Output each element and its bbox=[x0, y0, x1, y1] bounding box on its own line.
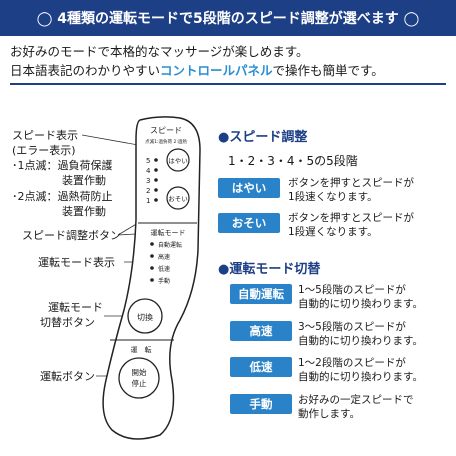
mode-led-2 bbox=[150, 254, 154, 258]
speed-level-2: 2 bbox=[146, 187, 150, 195]
run-button-label-1: 開始 bbox=[132, 367, 147, 377]
slow-button[interactable] bbox=[166, 186, 190, 210]
label-two-blink: ･2点滅：過熱荷防止 bbox=[12, 190, 113, 203]
desc-fast-1: ボタンを押すとスピードが bbox=[288, 177, 414, 189]
divider bbox=[10, 83, 446, 85]
speed-levels-text: 1・2・3・4・5の5段階 bbox=[228, 154, 358, 168]
explanation-panel: ●スピード調整 1・2・3・4・5の5段階 はやい ボタンを押すとスピードが 1… bbox=[212, 118, 452, 450]
tag-manual: 手動 bbox=[230, 394, 292, 414]
intro-highlight: コントロールパネル bbox=[160, 63, 273, 78]
mode-item-2: 高速 bbox=[158, 253, 170, 261]
mode-item-1: 自動運転 bbox=[158, 241, 182, 249]
mode-item-4: 手動 bbox=[158, 277, 170, 285]
speed-level-4: 4 bbox=[146, 167, 151, 175]
desc-manual-2: 動作します。 bbox=[298, 408, 360, 420]
tag-low: 低速 bbox=[230, 357, 292, 377]
mode-item-3: 低速 bbox=[158, 265, 170, 273]
mode-switch-label: 切換 bbox=[137, 312, 153, 322]
banner-text: ◯ 4種類の運転モードで5段階のスピード調整が選べます ◯ bbox=[36, 11, 420, 27]
desc-manual-1: お好みの一定スピードで bbox=[298, 394, 414, 406]
label-one-blink: ･1点滅：過負荷保護 bbox=[12, 159, 113, 172]
speed-led-1 bbox=[154, 198, 158, 202]
intro-line-2c: で操作も簡単です。 bbox=[272, 63, 384, 78]
desc-auto: 1〜5段階のスピードが 自動的に切り換わります。 bbox=[298, 283, 423, 311]
label-mode-display: 運転モード表示 bbox=[38, 256, 115, 269]
label-speed-display: スピード表示 bbox=[12, 129, 78, 142]
mode-led-3 bbox=[150, 266, 154, 270]
mode-switch-button[interactable] bbox=[127, 298, 163, 334]
desc-low-1: 1〜2段階のスピードが bbox=[298, 357, 406, 369]
speed-level-1: 1 bbox=[146, 197, 150, 205]
intro-line-1: お好みのモードで本格的なマッサージが楽しめます。 bbox=[10, 44, 309, 59]
tag-slow: おそい bbox=[218, 213, 280, 233]
panel-mode-title: 運転モード bbox=[151, 228, 186, 237]
label-two-blink-2: 装置作動 bbox=[62, 205, 106, 218]
intro-text: お好みのモードで本格的なマッサージが楽しめます。 日本語表記のわかりやすいコント… bbox=[10, 42, 450, 80]
label-speed-button: スピード調整ボタン bbox=[22, 229, 121, 242]
fast-button-label: はやい bbox=[168, 157, 188, 165]
desc-auto-2: 自動的に切り換わります。 bbox=[298, 298, 423, 310]
panel-speed-title: スピード bbox=[150, 126, 182, 135]
label-one-blink-2: 装置作動 bbox=[62, 174, 106, 187]
label-mode-switch-1: 運転モード bbox=[48, 301, 103, 314]
speed-level-3: 3 bbox=[146, 177, 150, 185]
tag-fast: はやい bbox=[218, 178, 280, 198]
speed-level-5: 5 bbox=[146, 157, 150, 165]
desc-manual: お好みの一定スピードで 動作します。 bbox=[298, 393, 414, 421]
tag-high: 高速 bbox=[230, 321, 292, 341]
desc-slow-2: 1段遅くなります。 bbox=[288, 226, 378, 238]
panel-speed-sub: 点滅1:過負荷 2:過熱 bbox=[145, 138, 187, 145]
panel-run-title: 運 転 bbox=[131, 345, 152, 354]
desc-slow: ボタンを押すとスピードが 1段遅くなります。 bbox=[288, 211, 414, 239]
speed-led-3 bbox=[154, 178, 158, 182]
mode-led-4 bbox=[150, 278, 154, 282]
label-error-display: (エラー表示) bbox=[12, 144, 76, 157]
speed-levels: 5 4 3 2 1 bbox=[146, 157, 158, 205]
run-button[interactable] bbox=[118, 357, 160, 399]
intro-line-2: 日本語表記のわかりやすいコントロールパネルで操作も簡単です。 bbox=[10, 61, 450, 80]
label-run-button: 運転ボタン bbox=[40, 370, 95, 383]
speed-led-2 bbox=[154, 188, 158, 192]
desc-slow-1: ボタンを押すとスピードが bbox=[288, 212, 414, 224]
label-mode-switch-2: 切替ボタン bbox=[40, 316, 95, 329]
desc-fast-2: 1段速くなります。 bbox=[288, 191, 378, 203]
desc-auto-1: 1〜5段階のスピードが bbox=[298, 284, 406, 296]
desc-high: 3〜5段階のスピードが 自動的に切り換わります。 bbox=[298, 320, 423, 348]
mode-led-1 bbox=[150, 242, 154, 246]
mode-switch-title: ●運転モード切替 bbox=[218, 262, 321, 277]
speed-led-4 bbox=[154, 168, 158, 172]
intro-line-2a: 日本語表記のわかりやすい bbox=[10, 63, 161, 78]
desc-low: 1〜2段階のスピードが 自動的に切り換わります。 bbox=[298, 356, 423, 384]
header-banner: ◯ 4種類の運転モードで5段階のスピード調整が選べます ◯ bbox=[0, 0, 456, 36]
speed-adjust-title: ●スピード調整 bbox=[218, 130, 308, 145]
desc-high-1: 3〜5段階のスピードが bbox=[298, 321, 406, 333]
tag-auto: 自動運転 bbox=[230, 284, 292, 304]
speed-led-5 bbox=[154, 158, 158, 162]
desc-fast: ボタンを押すとスピードが 1段速くなります。 bbox=[288, 176, 414, 204]
run-button-label-2: 停止 bbox=[132, 378, 147, 388]
slow-button-label: おそい bbox=[168, 195, 188, 203]
fast-button[interactable] bbox=[166, 148, 190, 172]
desc-low-2: 自動的に切り換わります。 bbox=[298, 371, 423, 383]
desc-high-2: 自動的に切り換わります。 bbox=[298, 335, 423, 347]
